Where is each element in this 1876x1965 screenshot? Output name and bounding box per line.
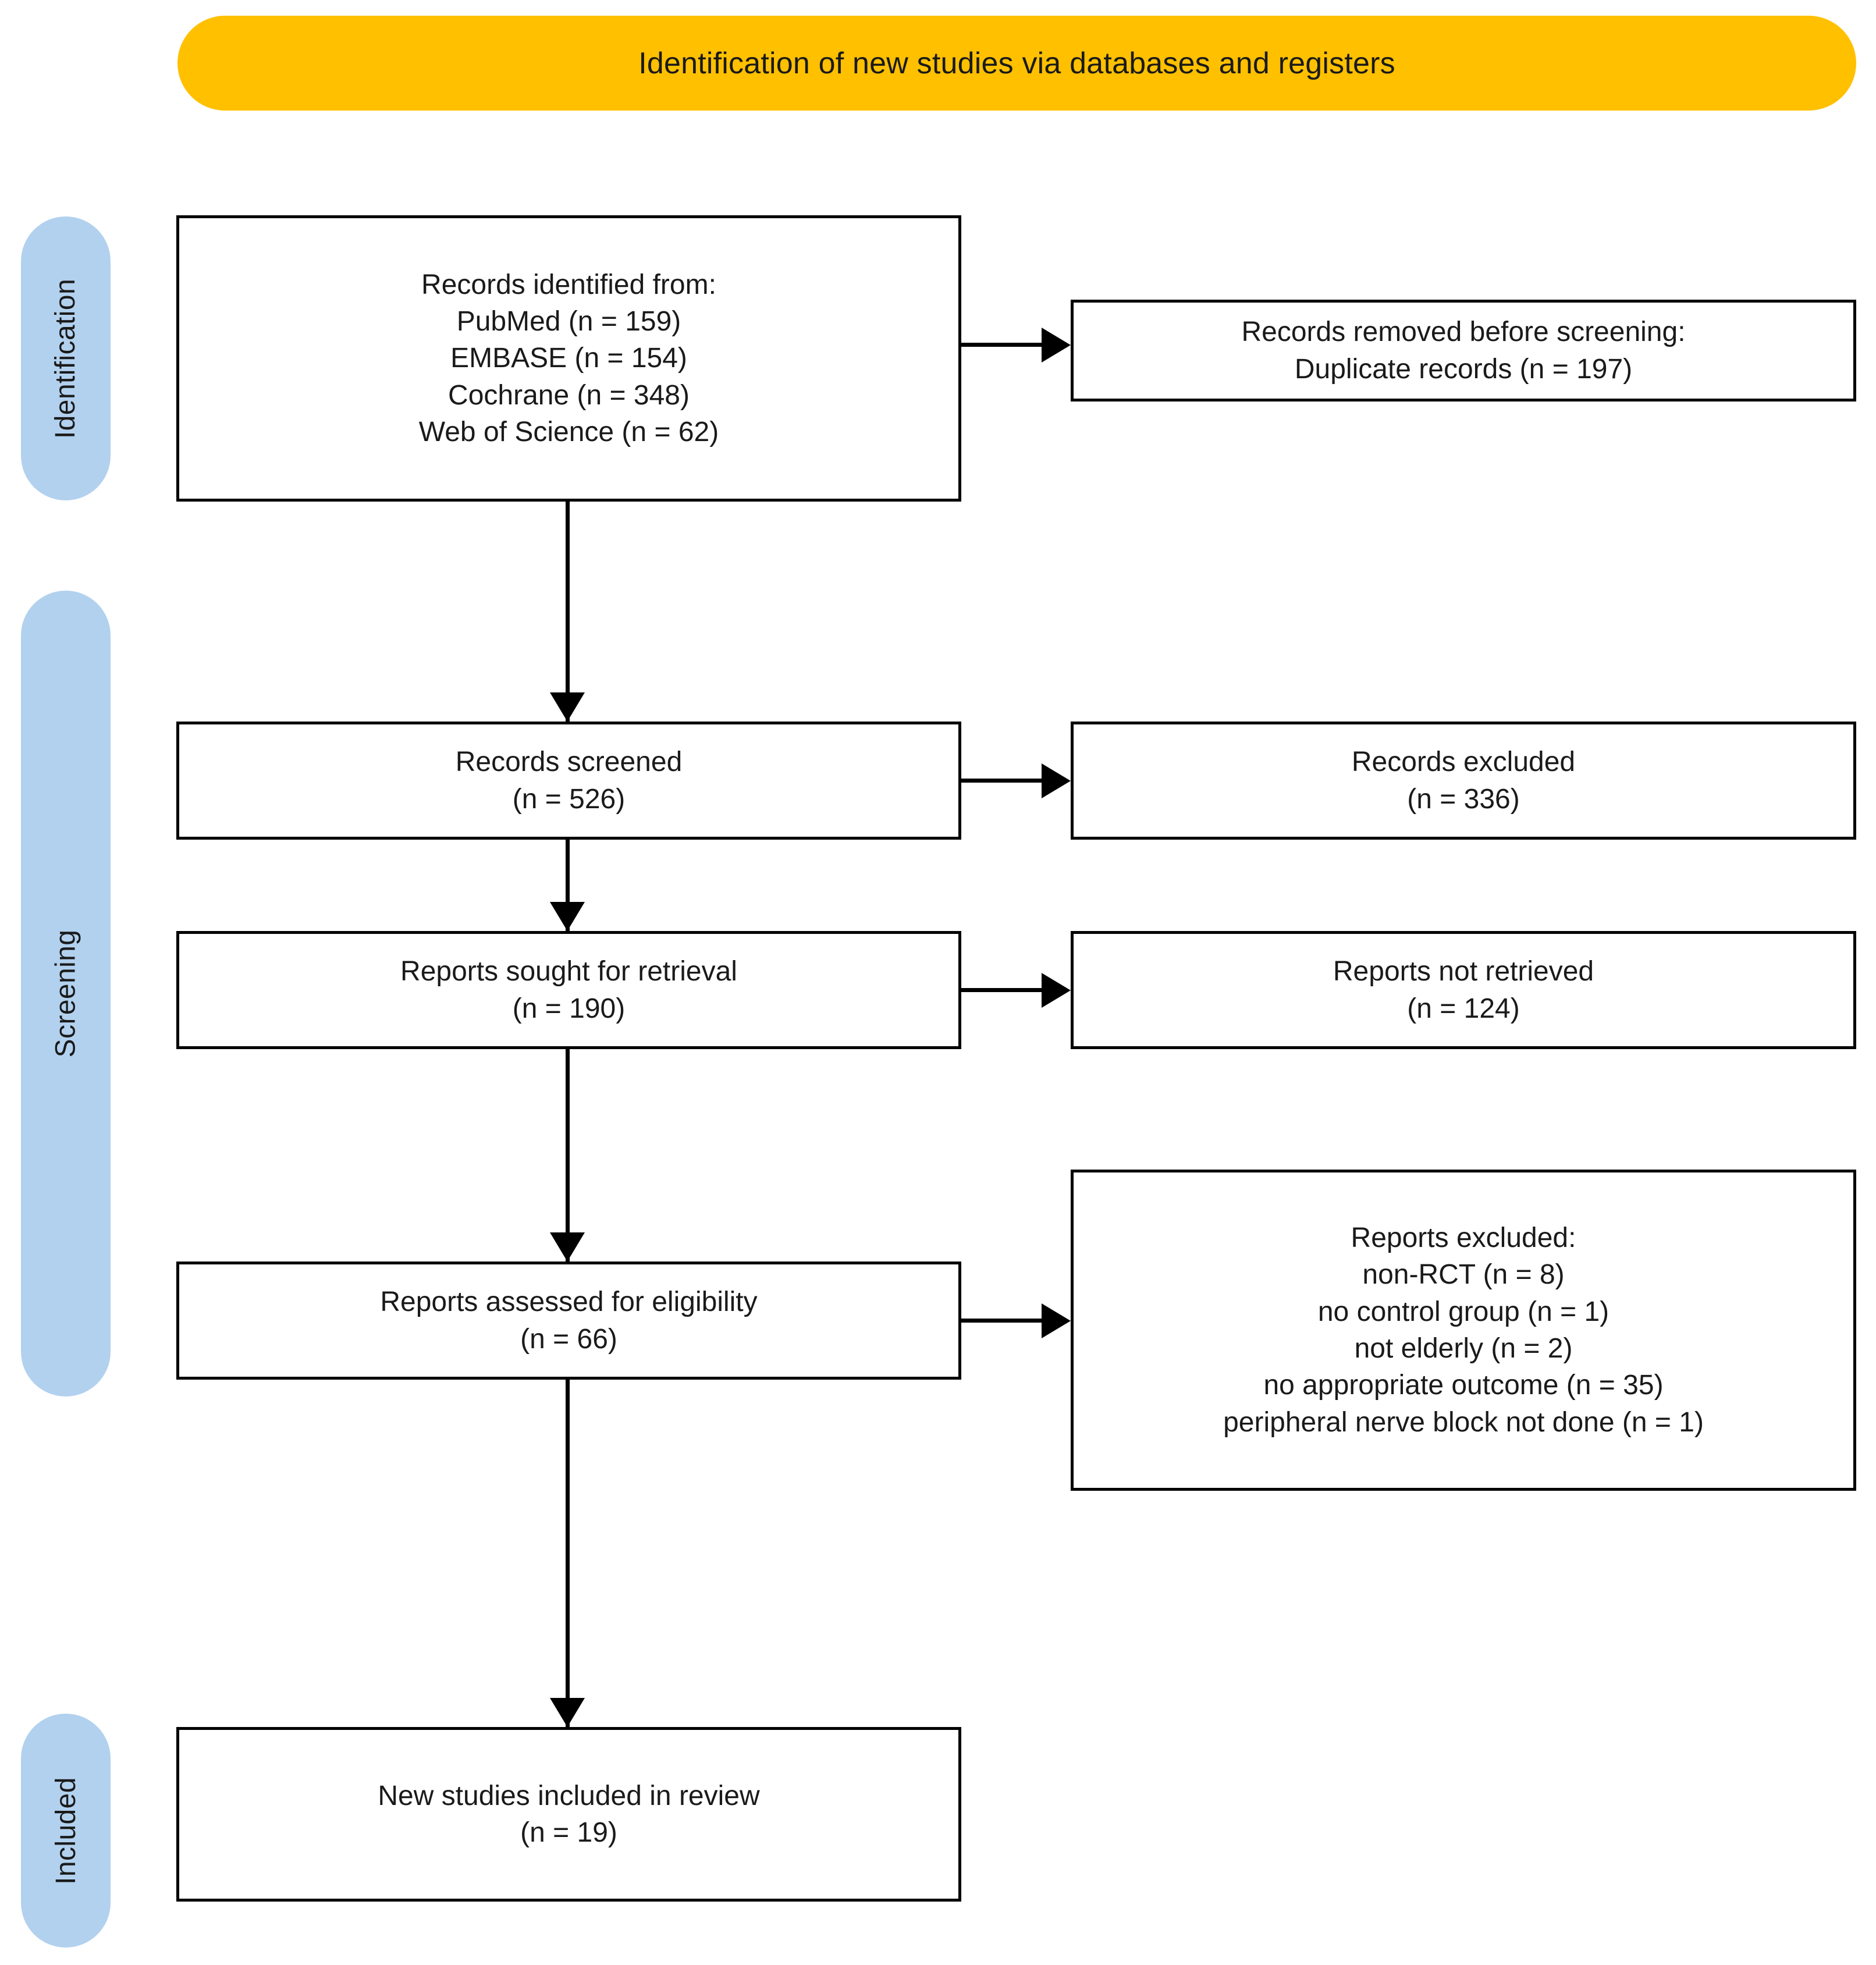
box-line: Reports excluded:: [1351, 1222, 1576, 1253]
box-records-removed-before-screening: Records removed before screening: Duplic…: [1071, 300, 1856, 401]
box-line: peripheral nerve block not done (n = 1): [1223, 1406, 1704, 1438]
box-reports-not-retrieved: Reports not retrieved (n = 124): [1071, 931, 1856, 1049]
connector-sought-to-not-retrieved: [961, 988, 1049, 992]
arrowhead-down-to-included: [550, 1698, 585, 1727]
box-line: PubMed (n = 159): [456, 305, 681, 337]
box-records-excluded: Records excluded (n = 336): [1071, 722, 1856, 840]
box-line: (n = 124): [1407, 993, 1520, 1024]
box-line: EMBASE (n = 154): [450, 343, 687, 374]
diagram-title: Identification of new studies via databa…: [638, 46, 1395, 80]
stage-label-included: Included: [21, 1714, 111, 1948]
box-line: Reports not retrieved: [1333, 956, 1594, 987]
box-line: Records identified from:: [421, 269, 716, 300]
connector-eligibility-to-included: [566, 1380, 570, 1758]
diagram-header-banner: Identification of new studies via databa…: [177, 16, 1856, 111]
arrowhead-down-to-sought: [550, 902, 585, 931]
stage-label-identification-text: Identification: [50, 278, 81, 439]
box-line: Records excluded: [1351, 747, 1576, 778]
box-line: (n = 190): [512, 993, 626, 1024]
arrowhead-right-to-removed: [1042, 328, 1071, 363]
stage-label-screening-text: Screening: [50, 929, 81, 1058]
arrowhead-down-to-eligibility: [550, 1232, 585, 1262]
connector-identified-to-removed: [961, 343, 1049, 347]
box-reports-excluded-with-reasons: Reports excluded: non-RCT (n = 8) no con…: [1071, 1170, 1856, 1491]
box-line: no appropriate outcome (n = 35): [1263, 1370, 1664, 1401]
box-line: non-RCT (n = 8): [1362, 1259, 1565, 1291]
box-line: Cochrane (n = 348): [448, 379, 690, 411]
box-line: Records removed before screening:: [1241, 317, 1686, 348]
connector-eligibility-to-reports-excluded: [961, 1319, 1049, 1323]
box-line: Duplicate records (n = 197): [1294, 353, 1633, 385]
box-line: (n = 526): [512, 783, 626, 815]
box-reports-sought-for-retrieval: Reports sought for retrieval (n = 190): [176, 931, 961, 1049]
connector-screened-to-sought: [566, 840, 570, 962]
connector-identified-to-screened: [566, 502, 570, 752]
box-line: Web of Science (n = 62): [418, 417, 719, 448]
connector-screened-to-records-excluded: [961, 779, 1049, 783]
arrowhead-right-to-not-retrieved: [1042, 973, 1071, 1008]
arrowhead-right-to-records-excluded: [1042, 763, 1071, 798]
arrowhead-right-to-reports-excluded: [1042, 1303, 1071, 1338]
stage-label-screening: Screening: [21, 591, 111, 1397]
box-line: Reports assessed for eligibility: [380, 1287, 758, 1318]
box-line: (n = 336): [1407, 783, 1520, 815]
box-line: not elderly (n = 2): [1354, 1333, 1573, 1364]
box-line: Records screened: [455, 747, 683, 778]
box-new-studies-included: New studies included in review (n = 19): [176, 1727, 961, 1902]
stage-label-included-text: Included: [50, 1776, 81, 1885]
arrowhead-down-to-screened: [550, 692, 585, 722]
box-line: no control group (n = 1): [1317, 1296, 1609, 1327]
box-records-screened: Records screened (n = 526): [176, 722, 961, 840]
box-line: (n = 66): [520, 1323, 617, 1355]
connector-sought-to-eligibility: [566, 1049, 570, 1292]
stage-label-identification: Identification: [21, 216, 111, 500]
box-line: (n = 19): [520, 1817, 617, 1848]
box-reports-assessed-for-eligibility: Reports assessed for eligibility (n = 66…: [176, 1262, 961, 1380]
box-records-identified: Records identified from: PubMed (n = 159…: [176, 215, 961, 502]
box-line: Reports sought for retrieval: [400, 956, 737, 987]
box-line: New studies included in review: [378, 1780, 760, 1811]
